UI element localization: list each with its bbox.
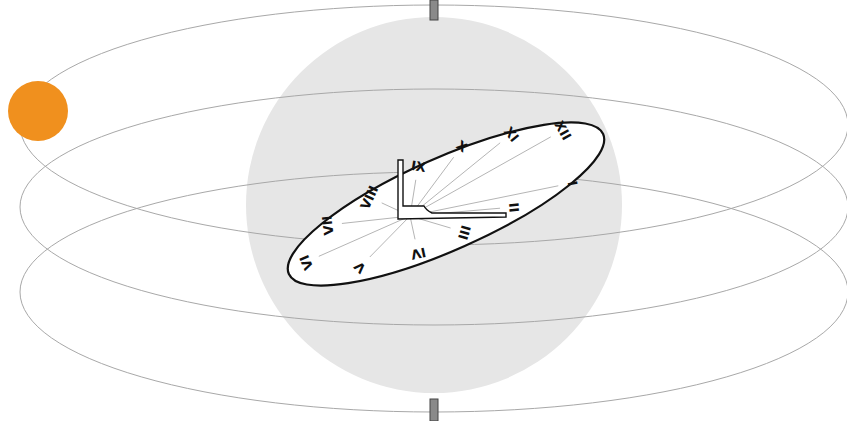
hour-numeral: IX [409,158,428,174]
hour-numeral: III [455,222,472,242]
hour-line [410,186,558,216]
hour-numeral: IV [408,245,427,261]
pole-axis [430,0,438,20]
hour-numeral: VI [297,252,316,273]
hour-numeral: XII [552,117,574,142]
hour-line [410,137,551,216]
hour-numeral: VIII [358,182,381,212]
dial-plate [270,92,622,316]
sun-path [20,89,847,325]
hour-line [370,216,410,257]
hour-numeral: VII [320,213,335,236]
hour-numeral: I [565,178,579,187]
hour-numeral: XI [501,123,522,144]
hour-line [410,143,500,216]
pole-axis [430,399,438,421]
hour-numeral: X [453,137,470,155]
hour-numeral: II [507,201,521,214]
hour-line [410,216,415,239]
hour-numeral: V [351,258,369,276]
hour-lines [319,137,558,257]
celestial-sphere [246,17,622,393]
sun-paths [20,5,847,412]
sun [8,81,68,141]
